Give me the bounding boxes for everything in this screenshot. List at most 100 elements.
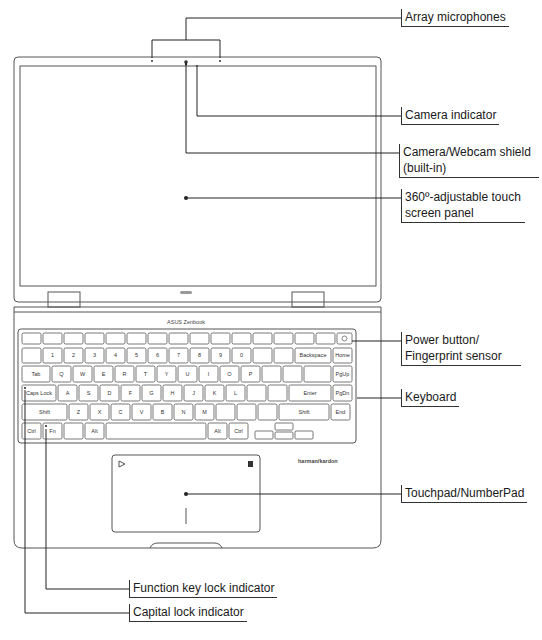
camera-indicator — [196, 65, 198, 67]
key — [94, 366, 113, 382]
key-legend: B — [153, 404, 172, 420]
key — [195, 404, 214, 420]
key — [127, 348, 146, 363]
callout-label: Touchpad/NumberPad — [401, 485, 527, 503]
key — [226, 385, 245, 401]
key — [169, 333, 188, 344]
key — [142, 385, 161, 401]
key — [121, 385, 140, 401]
numberpad-icon — [248, 461, 253, 467]
leader-line — [25, 390, 129, 613]
leader-line — [186, 494, 401, 495]
key-legend: Ctrl — [229, 423, 248, 439]
finger-groove — [150, 543, 222, 548]
display-panel — [20, 66, 376, 286]
key — [232, 348, 251, 363]
key — [73, 366, 92, 382]
brand-text: harman/kardon — [298, 458, 338, 464]
arrow-key — [275, 423, 293, 430]
key-legend: 2 — [64, 348, 83, 363]
key-legend: S — [79, 385, 98, 401]
key — [100, 385, 119, 401]
callout-label: Capital lock indicator — [129, 604, 247, 622]
key-legend: R — [115, 366, 134, 382]
lid-logo — [180, 291, 192, 294]
key — [22, 366, 50, 382]
key — [52, 366, 71, 382]
key-legend: M — [195, 404, 214, 420]
key — [85, 348, 104, 363]
key — [253, 333, 272, 344]
key — [333, 385, 352, 401]
key — [211, 333, 230, 344]
key — [148, 333, 167, 344]
key-legend: D — [100, 385, 119, 401]
key — [43, 348, 62, 363]
key-legend: Alt — [85, 423, 104, 439]
key — [268, 385, 287, 401]
key — [274, 348, 293, 363]
key — [153, 404, 172, 420]
key-legend: A — [58, 385, 77, 401]
key — [85, 423, 104, 439]
key — [64, 333, 83, 344]
key — [148, 348, 167, 363]
key-legend: 8 — [190, 348, 209, 363]
key — [283, 366, 302, 382]
key-legend: 1 — [43, 348, 62, 363]
key-legend: Alt — [208, 423, 227, 439]
key — [69, 404, 88, 420]
key — [111, 404, 130, 420]
key-legend: Enter — [289, 385, 331, 401]
key-legend: P — [241, 366, 260, 382]
callout-label: Camera/Webcam shield (built-in) — [399, 144, 539, 178]
key — [295, 333, 314, 344]
key-legend: C — [111, 404, 130, 420]
key — [253, 348, 272, 363]
key-legend: L — [226, 385, 245, 401]
key — [247, 385, 266, 401]
key-legend: U — [178, 366, 197, 382]
key-legend: E — [94, 366, 113, 382]
key-legend: W — [73, 366, 92, 382]
key-legend: 6 — [148, 348, 167, 363]
leader-bracket — [152, 40, 220, 58]
key-legend: H — [163, 385, 182, 401]
key-legend: G — [142, 385, 161, 401]
key — [274, 333, 293, 344]
key-legend: V — [132, 404, 151, 420]
leader-line — [197, 67, 401, 116]
key-legend: J — [184, 385, 203, 401]
key — [216, 404, 235, 420]
key — [205, 385, 224, 401]
key — [208, 423, 227, 439]
leader-line — [46, 429, 129, 589]
key-legend: Shift — [279, 404, 329, 420]
leader-dot — [184, 492, 188, 496]
key — [289, 385, 331, 401]
key-legend: N — [174, 404, 193, 420]
key — [22, 348, 41, 363]
arrow-key — [255, 431, 273, 439]
keyboard-well — [18, 329, 356, 443]
key — [333, 348, 352, 363]
key — [190, 333, 209, 344]
key — [258, 404, 277, 420]
key — [211, 348, 230, 363]
key-legend: Home — [333, 348, 352, 363]
key — [85, 333, 104, 344]
key — [304, 366, 331, 382]
key — [43, 333, 62, 344]
key — [190, 348, 209, 363]
key-legend: I — [199, 366, 218, 382]
key — [58, 385, 77, 401]
key — [199, 366, 218, 382]
arrow-key — [275, 432, 293, 439]
key — [22, 404, 67, 420]
keyboard-keys — [22, 333, 352, 439]
key — [237, 404, 256, 420]
arrow-key — [295, 431, 313, 439]
key-legend: T — [136, 366, 155, 382]
caps-indicator — [24, 387, 26, 389]
